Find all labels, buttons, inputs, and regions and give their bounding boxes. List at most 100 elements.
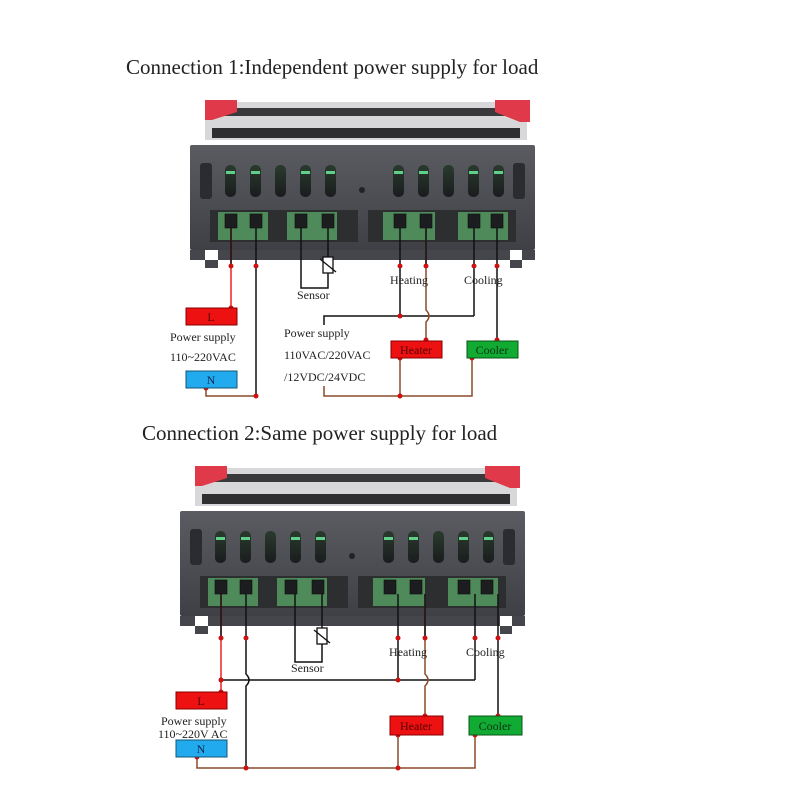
neutral-terminal-box	[175, 739, 228, 758]
indicator-led	[316, 537, 325, 540]
vent-slot	[290, 531, 301, 563]
vent-slot-edge	[503, 529, 515, 565]
bezel-clip-right	[495, 100, 530, 122]
indicator-led	[419, 171, 428, 174]
vent-slot	[265, 531, 276, 563]
indicator-led	[394, 171, 403, 174]
vent-slot	[315, 531, 326, 563]
heater-feed-wire	[424, 594, 429, 716]
indicator-led	[469, 171, 478, 174]
neutral-lead-wire	[245, 594, 250, 768]
indicator-led	[326, 171, 335, 174]
vent-slot	[383, 531, 394, 563]
heater-label: Heater	[400, 343, 432, 357]
cooling-label: Cooling	[464, 273, 503, 287]
vent-slot	[250, 165, 261, 197]
vent-slot	[300, 165, 311, 197]
neutral-return-wire	[196, 735, 476, 769]
bezel-clip-right	[485, 466, 520, 488]
junction-dots	[194, 635, 501, 771]
live-terminal-box	[175, 691, 228, 710]
indicator-led	[226, 171, 235, 174]
cooler-label: Cooler	[476, 343, 509, 357]
indicator-led	[409, 537, 418, 540]
vent-slots-2	[190, 529, 515, 565]
vent-slot	[443, 165, 454, 197]
cooler-label: Cooler	[479, 719, 512, 733]
heater-label: Heater	[400, 719, 432, 733]
neutral-wire	[205, 388, 256, 397]
terminal-block-1	[210, 210, 516, 242]
cooler-box	[466, 340, 519, 359]
terminal-block-2	[200, 576, 506, 608]
vent-slot	[393, 165, 404, 197]
vent-slots-1	[200, 163, 525, 199]
device-feet	[180, 616, 525, 634]
screw-hole	[359, 187, 365, 193]
connection2-title: Connection 2:Same power supply for load	[142, 421, 498, 445]
terminal-screw	[224, 213, 238, 229]
terminal-screw	[294, 213, 308, 229]
load-supply-line2: /12VDC/24VDC	[284, 370, 365, 384]
device-feet	[190, 250, 535, 268]
live-label: L	[207, 310, 214, 324]
indicator-led	[216, 537, 225, 540]
vent-slot-edge	[190, 529, 202, 565]
terminal-screw	[311, 579, 325, 595]
vent-slot	[215, 531, 226, 563]
neutral-label: N	[207, 373, 216, 387]
indicator-led	[484, 537, 493, 540]
cooler-box	[468, 715, 523, 736]
vent-slot	[240, 531, 251, 563]
sensor-label: Sensor	[291, 661, 324, 675]
indicator-led	[459, 537, 468, 540]
bezel-edge	[202, 494, 510, 504]
vent-slot	[275, 165, 286, 197]
vent-slot	[458, 531, 469, 563]
vent-slot-edge	[200, 163, 212, 199]
power-supply-voltage: 110~220V AC	[158, 727, 228, 741]
terminal-screw	[239, 579, 253, 595]
terminal-screw	[409, 579, 423, 595]
vent-slot	[433, 531, 444, 563]
terminal-screw	[249, 213, 263, 229]
heater-box	[390, 340, 443, 359]
connection1-title: Connection 1:Independent power supply fo…	[126, 55, 539, 79]
vent-slot	[225, 165, 236, 197]
vent-slot	[468, 165, 479, 197]
neutral-label: N	[197, 742, 206, 756]
terminal-screw	[480, 579, 494, 595]
terminal-screw	[419, 213, 433, 229]
bezel-clip-left	[205, 100, 237, 120]
vent-slot	[408, 531, 419, 563]
bezel-clip-left	[195, 466, 227, 486]
load-supply-line1: 110VAC/220VAC	[284, 348, 370, 362]
indicator-led	[241, 537, 250, 540]
terminal-screw	[393, 213, 407, 229]
thermistor-slash	[319, 258, 337, 273]
terminal-screw	[214, 579, 228, 595]
power-supply-label: Power supply	[170, 330, 236, 344]
indicator-led	[384, 537, 393, 540]
heating-label: Heating	[389, 645, 427, 659]
heating-label: Heating	[390, 273, 428, 287]
cooling-label: Cooling	[466, 645, 505, 659]
indicator-led	[291, 537, 300, 540]
controller-device-2	[180, 466, 525, 634]
bezel-edge	[202, 474, 510, 482]
live-terminal-box	[185, 307, 238, 326]
thermistor-slash	[313, 629, 331, 644]
load-supply-label: Power supply	[284, 326, 350, 340]
terminal-screw	[321, 213, 335, 229]
heater-box	[389, 715, 444, 736]
wires-connection-1	[203, 228, 500, 399]
power-supply-voltage: 110~220VAC	[170, 350, 236, 364]
terminal-screw	[383, 579, 397, 595]
heater-feed-wire	[425, 228, 430, 340]
screw-hole	[349, 553, 355, 559]
indicator-led	[494, 171, 503, 174]
neutral-terminal-box	[185, 370, 238, 389]
terminal-screw	[467, 213, 481, 229]
load-supply-wire	[323, 315, 474, 325]
